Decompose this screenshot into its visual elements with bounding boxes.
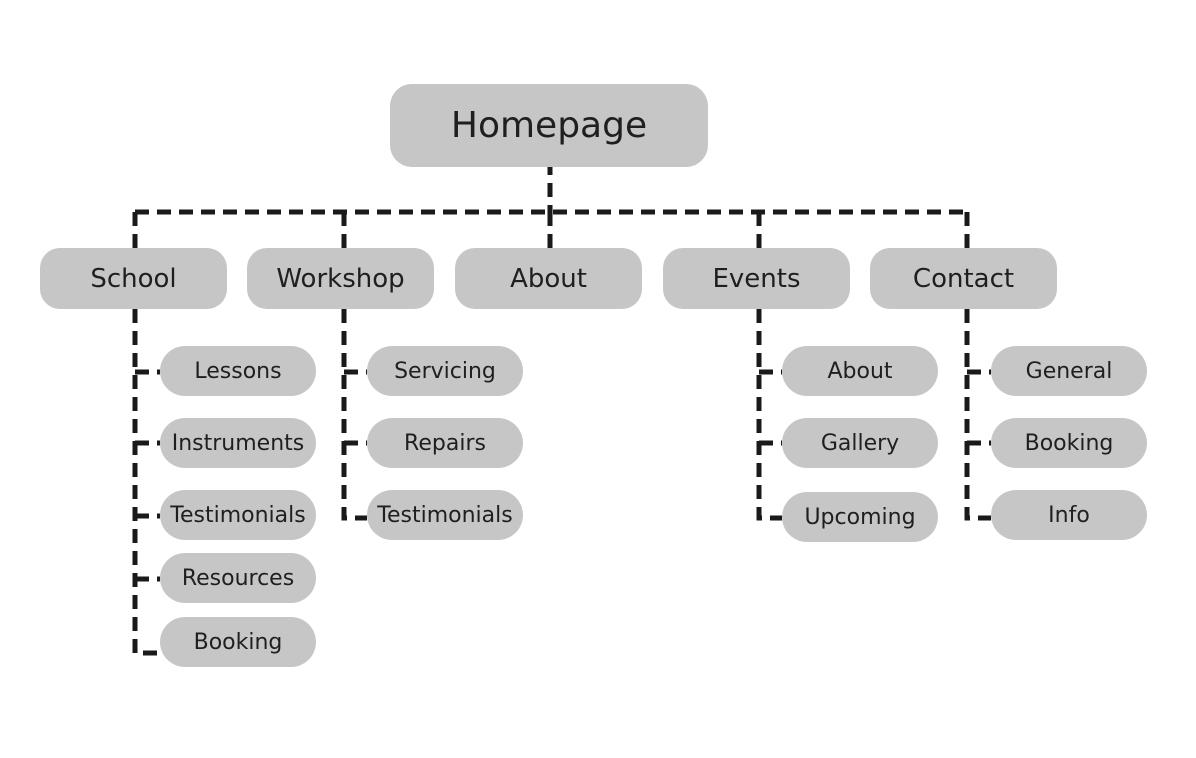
node-school-resources: Resources	[160, 553, 316, 603]
connector-school-children	[132, 309, 160, 656]
node-school-lessons: Lessons	[160, 346, 316, 396]
node-events-gallery: Gallery	[782, 418, 938, 468]
node-school-instruments: Instruments	[160, 418, 316, 468]
connector-contact-children	[964, 309, 991, 521]
node-events-about: About	[782, 346, 938, 396]
node-contact-info: Info	[991, 490, 1147, 540]
node-homepage: Homepage	[390, 84, 708, 167]
node-workshop-servicing: Servicing	[367, 346, 523, 396]
node-events: Events	[663, 248, 850, 309]
node-school-testimonials: Testimonials	[160, 490, 316, 540]
node-contact-general: General	[991, 346, 1147, 396]
node-about: About	[455, 248, 642, 309]
connector-events-children	[756, 309, 782, 521]
node-workshop-testimonials: Testimonials	[367, 490, 523, 540]
node-school-booking: Booking	[160, 617, 316, 667]
node-workshop: Workshop	[247, 248, 434, 309]
node-school: School	[40, 248, 227, 309]
node-workshop-repairs: Repairs	[367, 418, 523, 468]
node-contact: Contact	[870, 248, 1057, 309]
connector-workshop-children	[341, 309, 367, 521]
node-contact-booking: Booking	[991, 418, 1147, 468]
node-events-upcoming: Upcoming	[782, 492, 938, 542]
